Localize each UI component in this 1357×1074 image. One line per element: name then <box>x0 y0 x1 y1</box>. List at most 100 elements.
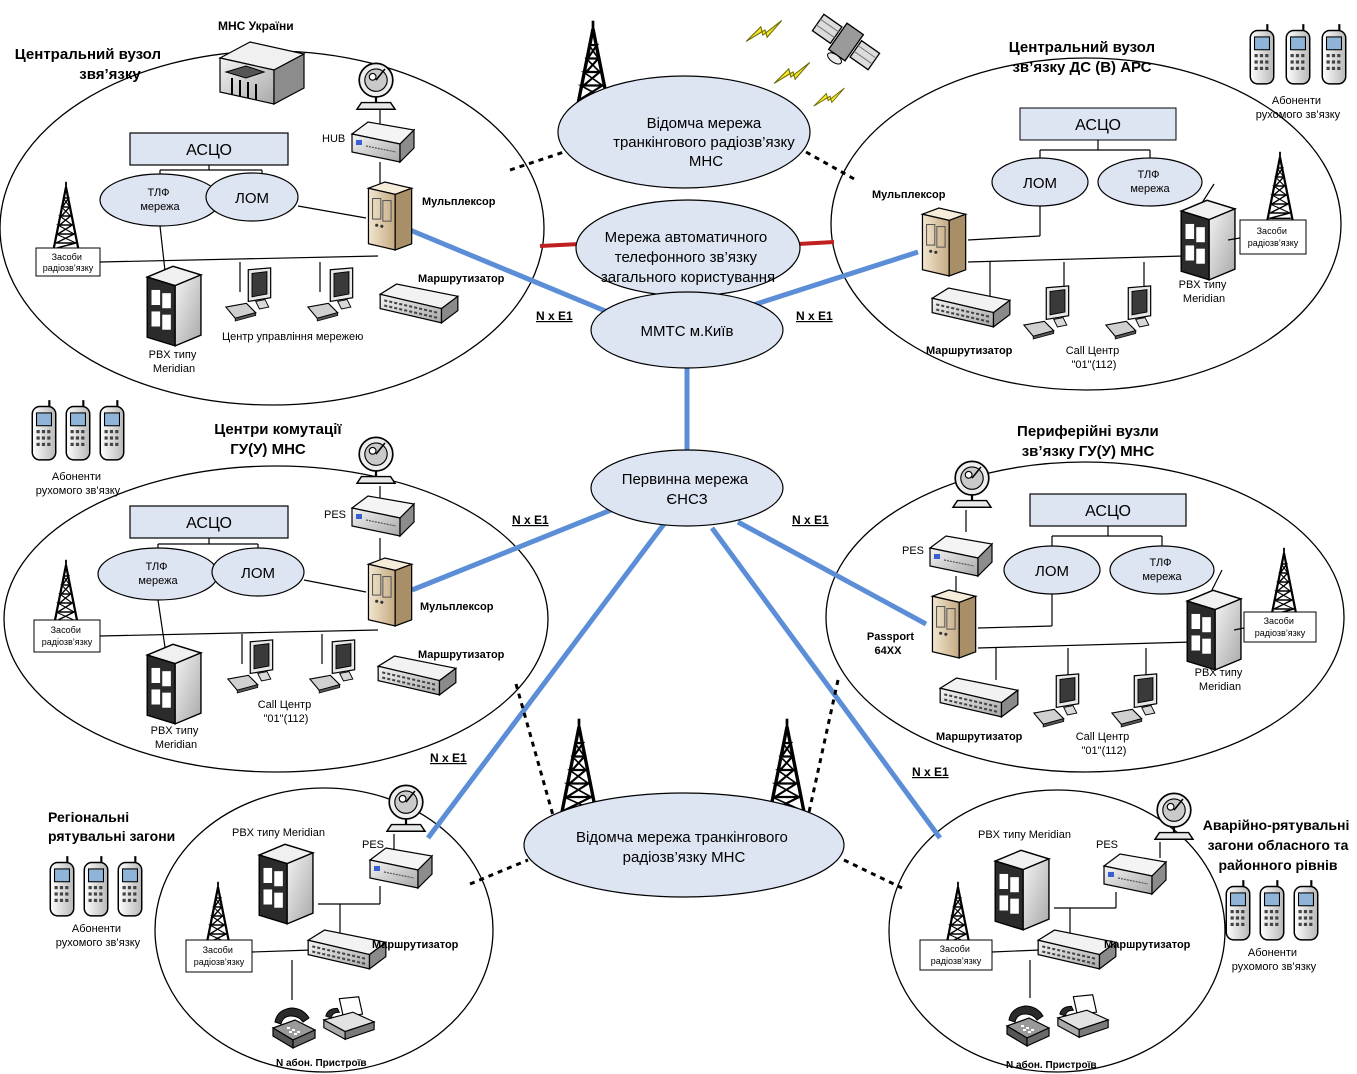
primary-network-label: Первинна мережа ЄНСЗ <box>622 471 753 508</box>
mobile-phone-icon <box>49 855 75 917</box>
link-central-mmts <box>409 227 616 318</box>
call-center-label: Call Центр "01"(112) <box>258 699 315 725</box>
mobile-subscribers-label: Абоненти рухомого зв’язку <box>36 471 121 497</box>
mobile-phone-icon <box>1249 23 1275 85</box>
router-label: Маршрутизатор <box>936 731 1023 743</box>
primary-network-cloud <box>590 449 784 527</box>
satellite-dish-icon <box>385 784 427 833</box>
radio-means-label: Засоби радіозв’язку <box>931 944 982 966</box>
central-node: Центральний вузол звя’язку МНС України H… <box>15 19 505 375</box>
link-periph-primary <box>736 519 928 627</box>
pbx-server-icon <box>1186 589 1242 671</box>
radio-means-box <box>1239 219 1307 255</box>
link-ds-mmts <box>749 249 919 309</box>
lom-network <box>205 172 299 222</box>
mobile-phone-icon <box>117 855 143 917</box>
mobile-phone-icon <box>31 399 57 461</box>
router-label: Маршрутизатор <box>418 649 505 661</box>
asco-label: АСЦО <box>1085 503 1131 520</box>
satellite-dish-icon <box>355 436 397 485</box>
tlf-label: ТЛФ мережа <box>1142 557 1182 583</box>
lom-network <box>211 547 305 597</box>
trunk-radio-cloud-bottom <box>523 792 845 898</box>
nxe1-label: N x E1 <box>912 765 949 779</box>
satellite-dish-icon <box>951 460 993 509</box>
lightning-icon <box>813 87 845 107</box>
mux-label: Мульплексор <box>422 196 496 208</box>
lom-label: ЛОМ <box>1023 175 1057 192</box>
tlf-network <box>1097 157 1203 207</box>
nxe1-label: N x E1 <box>792 513 829 527</box>
periph-node: Периферійні вузли зв’язку ГУ(У) МНС PES … <box>867 423 1317 757</box>
passport-label: Passport 64XX <box>867 631 917 657</box>
lightning-icon <box>773 61 811 84</box>
satellite-dish-icon <box>1153 792 1195 841</box>
asco-box <box>129 132 289 166</box>
asco-box <box>129 505 289 539</box>
mobile-phone-icon <box>83 855 109 917</box>
pstn-link-left <box>539 242 581 248</box>
mux-label: Мульплексор <box>872 189 946 201</box>
pbx-label: PBX типу Meridian <box>232 827 325 839</box>
mobile-subscribers: Абоненти рухомого зв’язку <box>31 399 125 497</box>
tlf-network <box>1109 545 1215 595</box>
radio-means-box <box>185 939 253 973</box>
periph-title: Периферійні вузли зв’язку ГУ(У) МНС <box>1017 423 1163 460</box>
mobile-phone-icon <box>65 399 91 461</box>
mobile-subscribers: Абоненти рухомого зв’язку <box>49 855 143 949</box>
radio-means-label: Засоби радіозв’язку <box>42 625 93 647</box>
pbx-label: PBX типу Meridian <box>1179 279 1230 305</box>
regional-title: Регіональні рятувальні загони <box>48 809 175 844</box>
nxe1-label: N x E1 <box>796 309 833 323</box>
link-labels: N x E1 N x E1 N x E1 N x E1 N x E1 N x E… <box>430 309 949 779</box>
mns-label: МНС України <box>218 19 294 33</box>
pes-label: PES <box>1096 839 1118 851</box>
central-title: Центральний вузол звя’язку <box>15 46 165 83</box>
trunk-radio-cloud <box>557 75 811 189</box>
nxe1-label: N x E1 <box>536 309 573 323</box>
tlf-label: ТЛФ мережа <box>140 187 180 213</box>
link-gu-primary <box>411 505 617 593</box>
pbx-label: PBX типу Meridian <box>151 725 202 751</box>
lom-label: ЛОМ <box>241 565 275 582</box>
mmts-label: ММТС м.Київ <box>641 323 734 340</box>
router-label: Маршрутизатор <box>418 273 505 285</box>
pbx-label: PBX типу Meridian <box>149 349 200 375</box>
mobile-phone-icon <box>1259 879 1285 941</box>
nxe1-label: N x E1 <box>430 751 467 765</box>
passport-icon <box>931 589 977 659</box>
router-label: Маршрутизатор <box>1104 939 1191 951</box>
mobile-phone-icon <box>99 399 125 461</box>
tlf-label: ТЛФ мережа <box>1130 169 1170 195</box>
ds-node: Центральний вузол зв’язку ДС (В) АРС Або… <box>872 23 1347 371</box>
pbx-server-icon <box>258 843 314 925</box>
radio-means-box <box>35 247 101 277</box>
multiplexer-icon <box>367 181 413 251</box>
pbx-label: PBX типу Meridian <box>978 829 1071 841</box>
asco-label: АСЦО <box>1075 117 1121 134</box>
pbx-server-icon <box>146 265 202 347</box>
asco-label: АСЦО <box>186 142 232 159</box>
mobile-subscribers: Абоненти рухомого зв’язку <box>1249 23 1347 121</box>
multiplexer-icon <box>367 557 413 627</box>
radio-means-box <box>33 619 101 653</box>
pbx-server-icon <box>146 643 202 725</box>
gu-title: Центри комутації ГУ(У) МНС <box>214 421 346 458</box>
mobile-subscribers-label: Абоненти рухомого зв’язку <box>1256 95 1341 121</box>
radio-links <box>469 148 903 890</box>
ministry-building-icon <box>218 41 306 105</box>
asco-box <box>1029 493 1187 527</box>
regional-node: Регіональні рятувальні загони Абоненти р… <box>48 784 459 1069</box>
call-center-label: Call Центр "01"(112) <box>1066 345 1123 371</box>
mobile-phone-icon <box>1225 879 1251 941</box>
gu-node: Абоненти рухомого зв’язку Центри комутац… <box>31 399 505 751</box>
mobile-subscribers-label: Абоненти рухомого зв’язку <box>56 923 141 949</box>
lightning-icon <box>745 19 783 42</box>
pstn-label: Мережа автоматичного телефонного зв’язку… <box>601 229 775 286</box>
radio-means-box <box>1243 611 1317 643</box>
router-label: Маршрутизатор <box>926 345 1013 357</box>
backbone-links <box>409 227 943 840</box>
pstn-link-right <box>797 240 835 246</box>
